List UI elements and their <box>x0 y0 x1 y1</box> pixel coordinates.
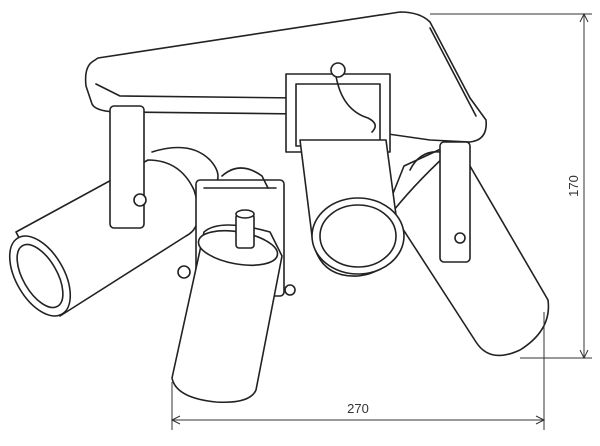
width-dimension: 270 <box>170 312 546 430</box>
knob-icon <box>133 193 147 207</box>
knob-icon <box>177 265 191 279</box>
spotlight-center <box>285 62 405 277</box>
spotlight-left <box>8 105 219 317</box>
knob-icon <box>284 284 296 296</box>
spotlight-front <box>171 167 296 404</box>
bracket-rear-right <box>439 141 471 263</box>
knob-icon <box>330 62 346 78</box>
height-dimension-label: 170 <box>566 175 581 197</box>
width-dimension-label: 270 <box>347 401 369 416</box>
bracket-left <box>109 105 145 229</box>
height-dimension: 170 <box>430 12 592 360</box>
spotlight-rear-right <box>387 141 550 357</box>
knob-icon <box>454 232 466 244</box>
